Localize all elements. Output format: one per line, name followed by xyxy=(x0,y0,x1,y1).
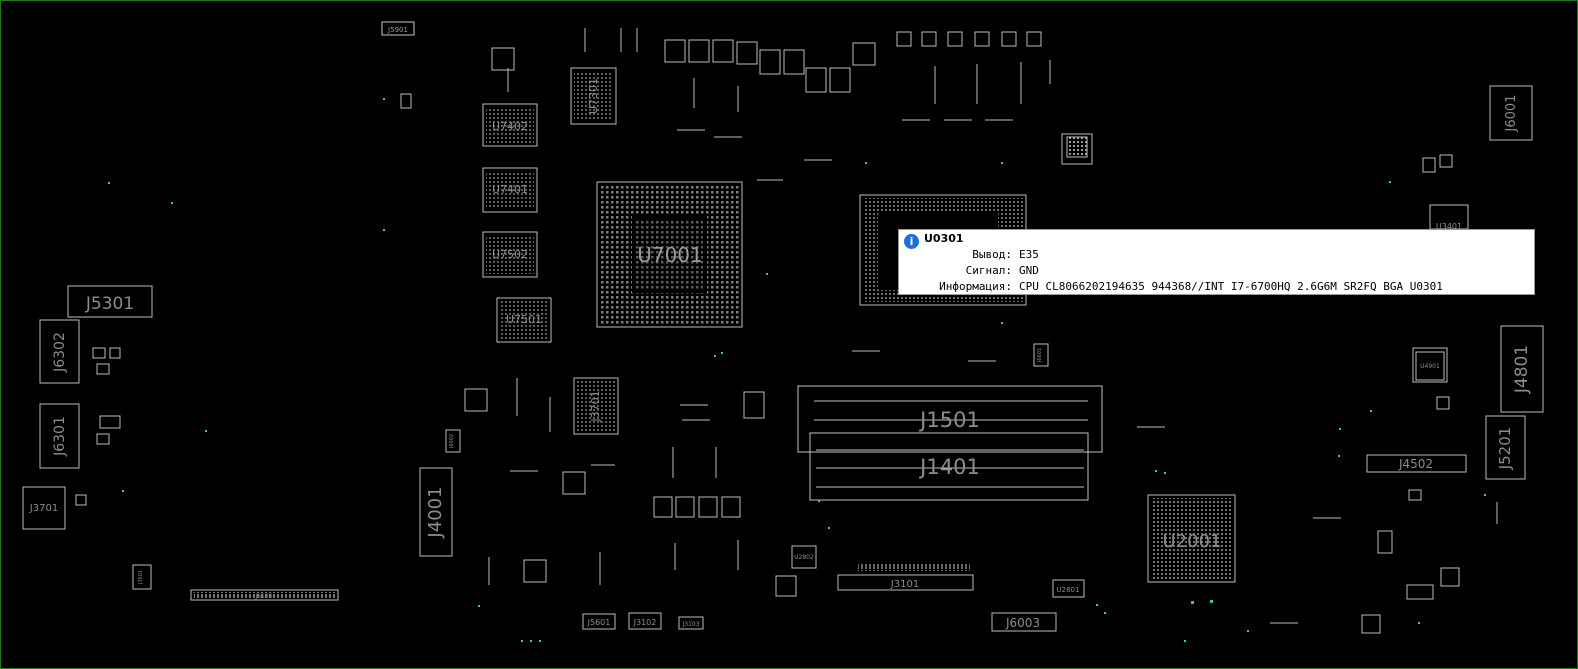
connector-j5301[interactable] xyxy=(67,285,153,318)
connector-j1401[interactable] xyxy=(809,432,1089,501)
connector-j6106[interactable] xyxy=(190,589,339,601)
label-u7602: J3701 xyxy=(589,390,602,422)
connector-j5201[interactable] xyxy=(1485,415,1526,480)
info-icon: i xyxy=(904,234,919,249)
label-j1501: J1501 xyxy=(918,408,980,432)
connector-j6601[interactable] xyxy=(1033,343,1049,367)
passive-components xyxy=(488,28,1498,624)
connector-j6001[interactable] xyxy=(1489,85,1533,141)
tooltip-value-signal: GND xyxy=(1019,264,1039,277)
tooltip-value-pin: E35 xyxy=(1019,248,1039,261)
label-j5901: J5901 xyxy=(387,26,408,34)
label-j6302: J6302 xyxy=(52,332,68,373)
label-u7402: U7402 xyxy=(492,120,528,133)
connector-j6106-side[interactable] xyxy=(132,564,152,590)
connector-j3102[interactable] xyxy=(628,612,662,630)
chip-u2801[interactable] xyxy=(1052,579,1085,598)
label-j3102: J3102 xyxy=(633,618,657,627)
label-j3101: J3101 xyxy=(890,579,919,590)
chip-u7501[interactable] xyxy=(496,297,552,343)
connector-j3101[interactable] xyxy=(837,574,974,591)
chip-u7001[interactable] xyxy=(596,181,743,328)
component-info-tooltip: i U0301 Вывод: E35 Сигнал: GND Информация:… xyxy=(898,229,1535,295)
label-u7301: U7301 xyxy=(587,78,600,114)
tooltip-row-pin: Вывод: E35 xyxy=(899,247,1039,262)
tooltip-key-info: Информация: xyxy=(939,280,1012,293)
tooltip-key-signal: Сигнал: xyxy=(965,264,1012,277)
connector-j5901[interactable] xyxy=(381,21,415,36)
connector-j1501[interactable] xyxy=(797,385,1103,453)
connector-j4801[interactable] xyxy=(1500,325,1544,413)
connector-j6003[interactable] xyxy=(991,612,1057,632)
label-j3601: J3601 xyxy=(138,570,144,585)
tooltip-row-info: Информация: CPU CL8066202194635 944368//I… xyxy=(899,279,1443,294)
connector-j4502[interactable] xyxy=(1366,454,1467,473)
connector-j3701[interactable] xyxy=(22,486,66,530)
chip-u2802[interactable] xyxy=(791,545,817,569)
connector-j3601[interactable] xyxy=(400,93,412,109)
label-j6003: J6003 xyxy=(1005,616,1040,630)
label-j4502: J4502 xyxy=(1398,457,1433,471)
label-j6301: J6301 xyxy=(52,416,68,457)
label-j3103: J3103 xyxy=(681,621,699,628)
test-points xyxy=(108,98,1486,642)
chip-u2001[interactable] xyxy=(1147,494,1236,583)
label-u7401: U7401 xyxy=(492,183,528,196)
tooltip-row-signal: Сигнал: GND xyxy=(899,263,1039,278)
connector-j6301[interactable] xyxy=(39,403,80,469)
label-j5301: J5301 xyxy=(85,294,134,314)
chip-u7401[interactable] xyxy=(482,167,538,213)
label-u2001: U2001 xyxy=(1163,531,1222,552)
label-u7502: U7502 xyxy=(492,248,528,261)
connector-j5601[interactable] xyxy=(582,613,616,630)
label-j4801: J4801 xyxy=(1512,345,1532,394)
tooltip-title: U0301 xyxy=(924,232,964,245)
label-j6601: J6601 xyxy=(1037,348,1043,363)
tooltip-value-info: CPU CL8066202194635 944368//INT I7-6700H… xyxy=(1019,280,1443,293)
chip-u7402[interactable] xyxy=(482,103,538,147)
label-j6002: J6002 xyxy=(449,434,455,449)
label-u3401: U3401 xyxy=(1436,222,1462,231)
label-j4001: J4001 xyxy=(425,486,446,538)
label-u4901: U4901 xyxy=(1420,363,1440,370)
chip-u4901[interactable] xyxy=(1412,347,1448,383)
connector-j6302[interactable] xyxy=(39,319,80,384)
chip-u7602[interactable] xyxy=(573,377,619,435)
label-u7501: U7501 xyxy=(506,313,542,326)
label-j1401: J1401 xyxy=(918,455,980,479)
connector-j3103[interactable] xyxy=(678,616,704,630)
label-j5601: J5601 xyxy=(587,618,611,627)
small-components xyxy=(75,31,1460,634)
chip-u7502[interactable] xyxy=(482,231,538,278)
label-j3701: J3701 xyxy=(29,503,58,514)
label-u2802: U2802 xyxy=(794,554,814,561)
label-j6001: J6001 xyxy=(1504,95,1519,133)
label-u7001: U7001 xyxy=(637,243,703,267)
label-j6106: J6106 xyxy=(254,593,272,600)
chip-u7301[interactable] xyxy=(570,67,617,125)
label-j5201: J5201 xyxy=(1496,427,1514,471)
connector-j6002[interactable] xyxy=(445,429,461,453)
tooltip-key-pin: Вывод: xyxy=(972,248,1012,261)
connector-j4001[interactable] xyxy=(419,467,453,557)
label-u2801: U2801 xyxy=(1057,586,1080,594)
